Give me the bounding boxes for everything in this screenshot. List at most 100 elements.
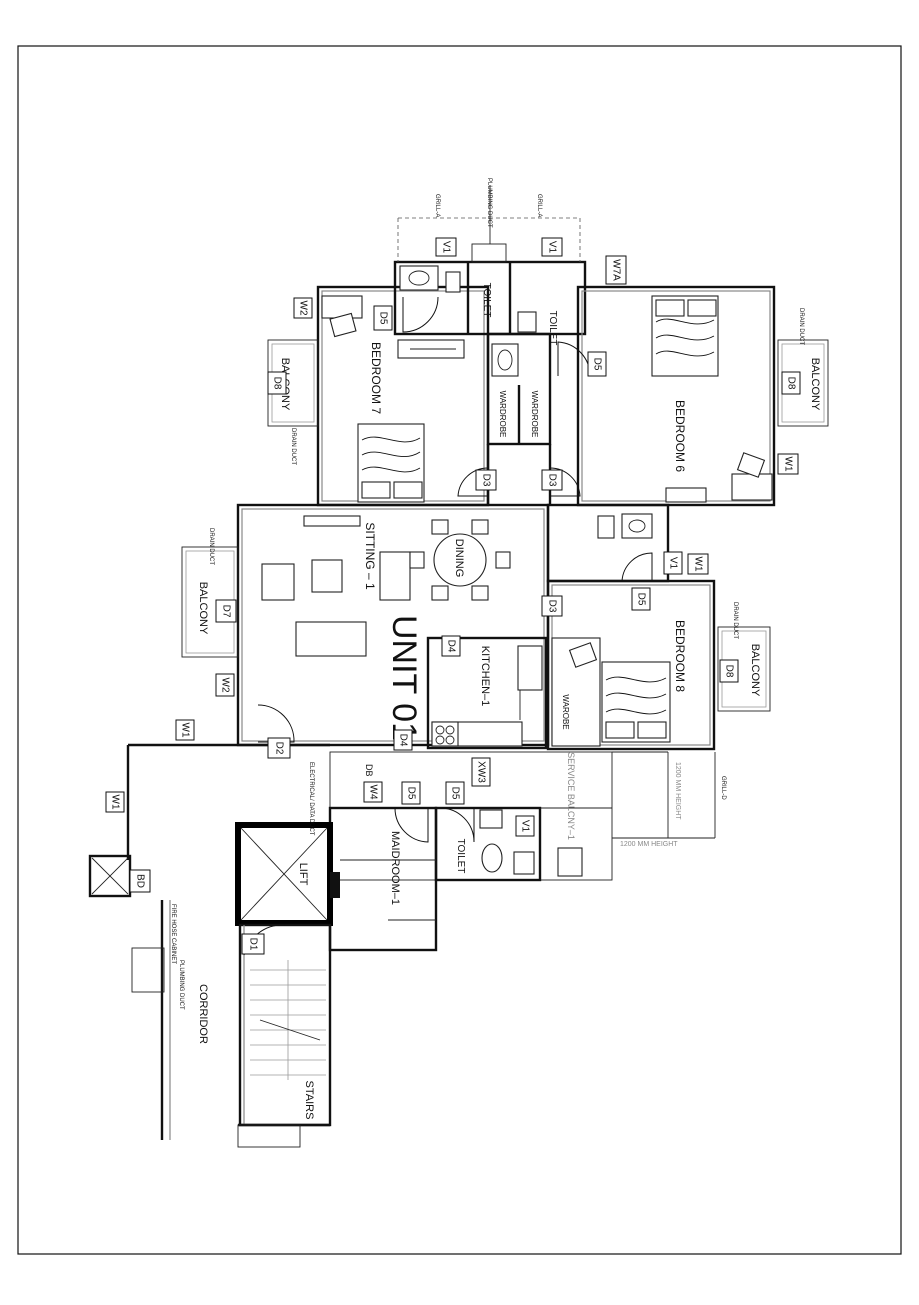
svg-text:D4: D4 [445, 640, 456, 653]
svg-text:W1: W1 [782, 457, 793, 472]
tag-d8-b8: D8 [719, 659, 739, 683]
svg-text:V1: V1 [667, 557, 678, 570]
svg-text:XW3: XW3 [475, 761, 486, 783]
note-grill-a-left: GRILL-A [434, 194, 440, 217]
note-grill-d: GRILL-D [720, 776, 726, 800]
room-labels: UNIT 01 BEDROOM 6 BEDROOM 7 BEDROOM 8 SI… [197, 283, 821, 1120]
tag-w1-corridor: W1 [175, 719, 195, 741]
room-label-toilet-a: TOILET [481, 283, 492, 318]
svg-text:D5: D5 [377, 312, 388, 325]
svg-text:V1: V1 [519, 820, 530, 833]
tag-w2-sitting: W2 [215, 673, 235, 697]
note-grill-a-right: GRILL-A [536, 194, 542, 217]
element-tags: V1 V1 W7A W2 D5 D5 D8 D8 W1 D3 D3 V1 W1 … [105, 237, 801, 955]
note-drain-duct-7: DRAIN DUCT [290, 428, 296, 465]
unit-title: UNIT 01 [385, 615, 423, 741]
balcony-sitting [181, 546, 239, 658]
room-label-kitchen: KITCHEN–1 [479, 646, 491, 707]
svg-text:W1: W1 [179, 723, 190, 738]
balcony-bedroom8 [717, 626, 771, 712]
room-label-bedroom6: BEDROOM 6 [673, 400, 687, 472]
tag-w7a: W7A [605, 255, 627, 285]
note-electrical-data-duct: ELECTRICAL/ DATA DUCT [308, 762, 314, 836]
tag-d4-b: D4 [393, 729, 413, 751]
tag-d5-b6: D5 [587, 351, 607, 377]
room-label-dining: DINING [453, 539, 465, 578]
tag-d2: D2 [267, 737, 291, 759]
svg-text:D3: D3 [546, 600, 557, 613]
room-label-wardrobe-b: WARDROBE [530, 391, 539, 438]
svg-text:D5: D5 [635, 593, 646, 606]
dining-table [433, 533, 487, 587]
room-label-warobe: WAROBE [561, 694, 570, 729]
room-label-balcony-sitting: BALCONY [197, 582, 209, 635]
note-height-1200-vertical: 1200 MM HEIGHT [674, 762, 681, 820]
note-fire-hose-cabinet: FIRE HOSE CABINET [170, 904, 176, 964]
svg-text:W7A: W7A [610, 259, 621, 281]
svg-text:D8: D8 [271, 377, 282, 390]
furniture [261, 265, 773, 877]
svg-text:W4: W4 [367, 785, 378, 800]
drawing-notes: PLUMBING DUCT PLUMBING DUCT DRAIN DUCT D… [170, 178, 804, 1010]
tag-d4-a: D4 [441, 635, 461, 657]
room-label-maidroom: MAIDROOM–1 [389, 831, 401, 905]
note-drain-duct-sitting: DRAIN DUCT [208, 528, 214, 565]
svg-text:V1: V1 [546, 241, 557, 254]
room-label-balcony-6: BALCONY [809, 358, 821, 411]
tag-v1-c: V1 [663, 551, 683, 575]
room-label-lift: LIFT [297, 863, 309, 886]
room-label-bedroom8: BEDROOM 8 [673, 620, 687, 692]
note-plumbing-duct-corridor: PLUMBING DUCT [178, 960, 184, 1010]
note-drain-duct-6: DRAIN DUCT [798, 308, 804, 345]
tag-w2-top: W2 [293, 297, 313, 319]
note-plumbing-duct-top: PLUMBING DUCT [486, 178, 492, 228]
tag-d3-c: D3 [541, 595, 563, 617]
tag-d3-a: D3 [475, 469, 497, 491]
svg-text:W1: W1 [109, 795, 120, 810]
door-swings [243, 296, 653, 956]
tag-v1-a: V1 [435, 237, 457, 257]
room-label-toilet-b: TOILET [547, 311, 558, 346]
room-label-stairs: STAIRS [303, 1081, 315, 1120]
svg-text:D7: D7 [220, 605, 231, 618]
tag-v1-d: V1 [515, 815, 535, 837]
tag-d8-b6: D8 [781, 371, 801, 395]
tag-d5-b7: D5 [373, 305, 393, 331]
svg-text:W2: W2 [297, 301, 308, 316]
tag-d3-b: D3 [541, 469, 563, 491]
room-label-balcony-8: BALCONY [749, 644, 761, 697]
svg-text:D5: D5 [405, 787, 416, 800]
svg-text:D1: D1 [247, 938, 258, 951]
note-db: DB [364, 764, 374, 777]
svg-text:W2: W2 [219, 678, 230, 693]
balcony-bedroom6 [777, 339, 829, 427]
note-height-1200-horizontal: 1200 MM HEIGHT [620, 841, 678, 848]
tag-w1-corridor-left: W1 [105, 791, 125, 813]
tag-v1-b: V1 [541, 237, 563, 257]
svg-text:BD: BD [134, 874, 145, 888]
tag-w1-c: W1 [687, 553, 709, 575]
svg-text:W1: W1 [692, 557, 703, 572]
room-label-wardrobe-a: WARDROBE [498, 391, 507, 438]
tag-bd: BD [129, 869, 151, 893]
svg-text:D5: D5 [591, 358, 602, 371]
tag-w1-b6: W1 [777, 453, 799, 475]
note-drain-duct-8: DRAIN DUCT [732, 602, 738, 639]
svg-text:D3: D3 [546, 474, 557, 487]
svg-text:D4: D4 [397, 734, 408, 747]
room-label-service-balcony: SERVICE BALCNY–1 [566, 752, 576, 840]
room-label-sitting: SITTING – 1 [363, 522, 377, 590]
tag-xw3: XW3 [471, 757, 491, 787]
svg-text:D3: D3 [480, 474, 491, 487]
svg-text:D8: D8 [785, 377, 796, 390]
svg-text:V1: V1 [440, 241, 451, 254]
svg-text:D8: D8 [723, 665, 734, 678]
room-label-corridor: CORRIDOR [197, 984, 209, 1044]
svg-text:D5: D5 [449, 787, 460, 800]
tag-w4: W4 [363, 781, 383, 803]
tag-d5-maid: D5 [401, 781, 421, 805]
tag-d1: D1 [241, 933, 265, 955]
room-label-bedroom7: BEDROOM 7 [369, 342, 383, 414]
